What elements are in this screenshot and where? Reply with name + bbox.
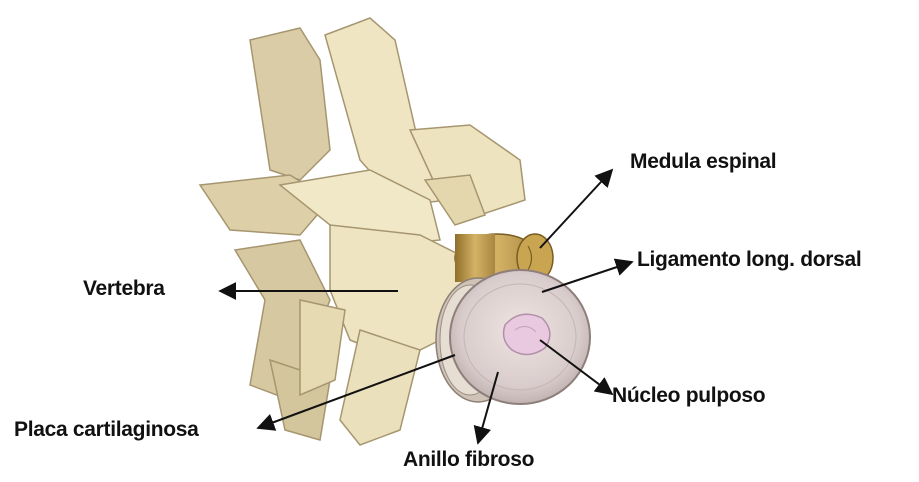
label-medula-espinal: Medula espinal [630,150,776,174]
label-ligamento-long-dorsal: Ligamento long. dorsal [637,248,861,272]
label-placa-cartilaginosa: Placa cartilaginosa [14,418,199,442]
intervertebral-disc [450,270,590,404]
label-nucleo-pulposo: Núcleo pulposo [612,384,765,408]
label-vertebra: Vertebra [83,277,165,301]
label-anillo-fibroso: Anillo fibroso [403,448,534,472]
